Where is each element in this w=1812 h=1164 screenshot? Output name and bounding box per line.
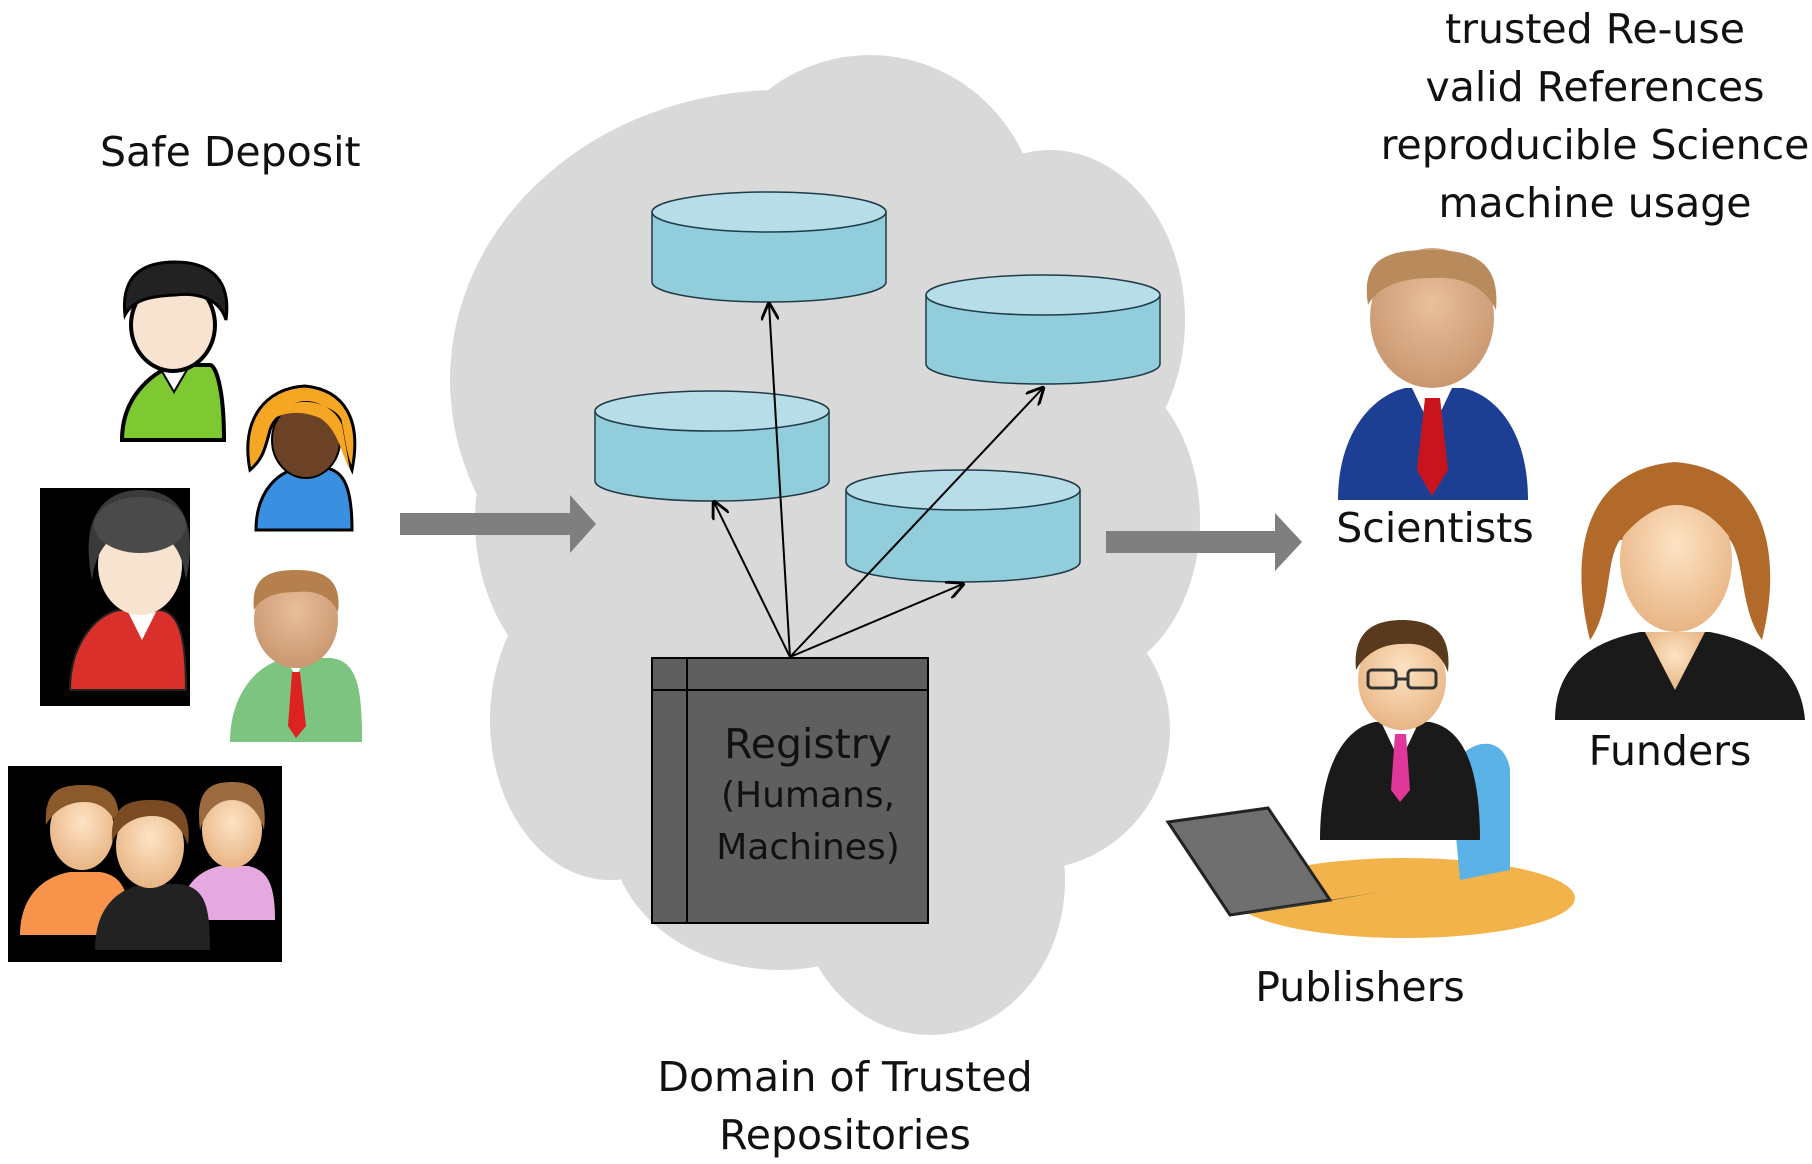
repository-cylinder <box>594 390 830 502</box>
group-icon <box>8 766 282 962</box>
benefit-item: valid References <box>1425 63 1765 111</box>
deposit-flow-arrow <box>400 495 596 553</box>
benefit-item: reproducible Science <box>1380 121 1810 169</box>
person-woman-red-icon <box>40 488 190 706</box>
funders-label: Funders <box>1588 727 1752 775</box>
safe-deposit-label: Safe Deposit <box>100 128 361 176</box>
domain-label-line: Repositories <box>719 1111 971 1159</box>
repository-cylinder <box>651 191 887 303</box>
repository-cylinder <box>845 469 1081 583</box>
registry-links <box>714 304 1043 658</box>
registry-label: Registry (Humans, Machines) <box>688 718 928 874</box>
person-man-green-icon <box>230 570 362 742</box>
benefits-list: trusted Re-use valid References reproduc… <box>1375 0 1812 232</box>
repository-cylinder <box>925 274 1161 385</box>
domain-label: Domain of Trusted Repositories <box>600 1048 1090 1164</box>
registry-box <box>651 657 929 924</box>
publisher-laptop-icon <box>1165 620 1575 938</box>
benefit-item: trusted Re-use <box>1445 5 1745 53</box>
scientist-icon <box>1338 248 1528 500</box>
registry-title: Registry <box>724 720 892 768</box>
benefit-item: machine usage <box>1438 179 1752 227</box>
funder-icon <box>1555 462 1805 720</box>
reuse-flow-arrow <box>1106 513 1302 571</box>
publishers-label: Publishers <box>1255 963 1465 1011</box>
person-green-icon <box>119 260 229 442</box>
registry-subtitle: (Humans, <box>720 775 896 816</box>
domain-label-line: Domain of Trusted <box>657 1053 1033 1101</box>
scientists-label: Scientists <box>1336 504 1534 552</box>
registry-subtitle: Machines) <box>716 827 900 868</box>
person-woman-blue-icon <box>246 384 357 532</box>
